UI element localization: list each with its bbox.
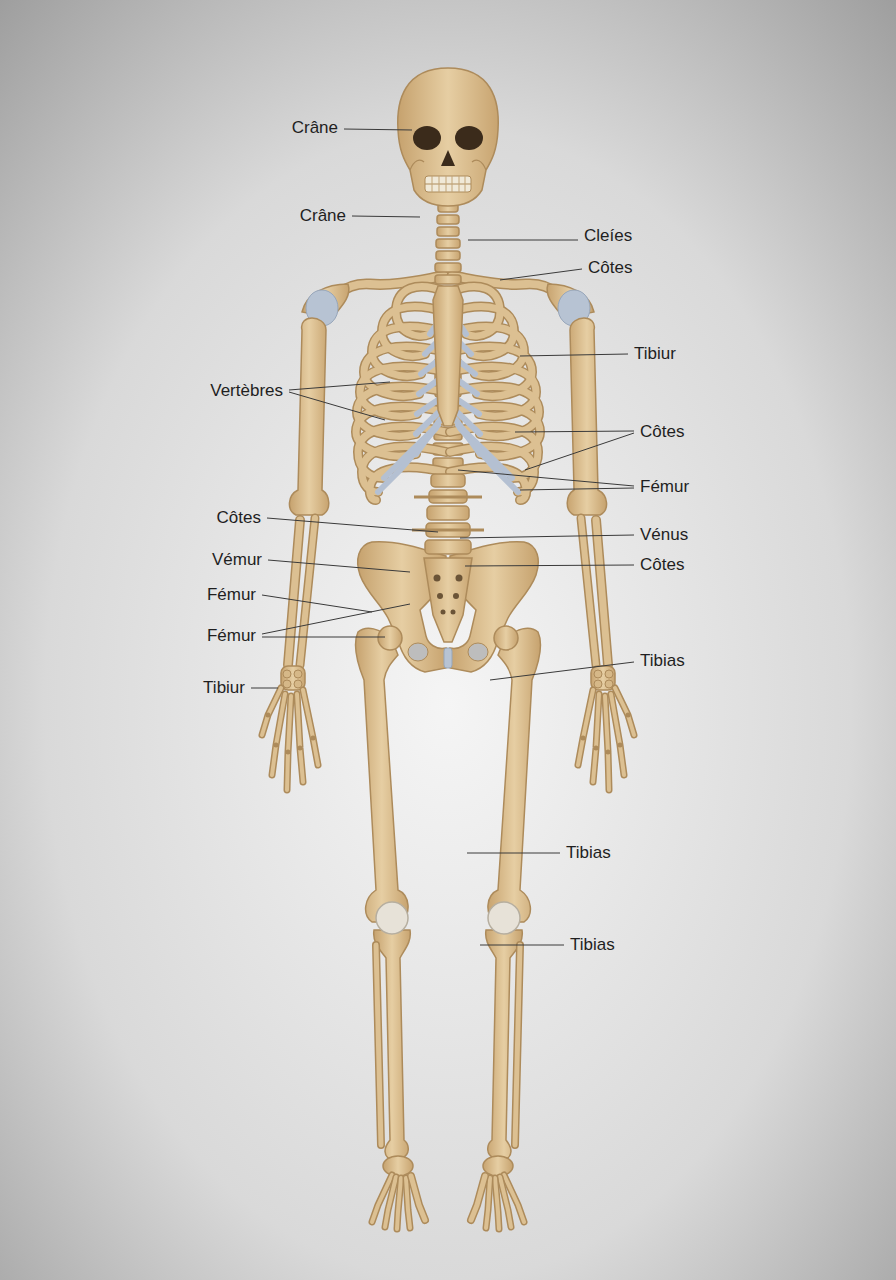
part-label: Tibiur (634, 343, 676, 365)
part-label: Côtes (217, 507, 261, 529)
pubic-symphysis (444, 648, 452, 668)
skull (441, 150, 455, 166)
sternum (433, 286, 463, 426)
leader-lines (262, 604, 410, 634)
part-label: Fémur (207, 584, 256, 606)
leader-lines (262, 637, 385, 638)
part-label: Tibias (566, 842, 611, 864)
part-label: Crâne (292, 117, 338, 139)
leader-lines (251, 688, 278, 689)
sacrum (453, 593, 459, 599)
skull (455, 126, 483, 150)
leader-lines (460, 535, 634, 538)
leader-lines (268, 560, 410, 572)
leader-lines (515, 431, 634, 432)
leader-lines (352, 216, 420, 217)
part-label: Côtes (588, 257, 632, 279)
sacrum (451, 610, 456, 615)
skeleton-left-half (262, 276, 446, 1229)
cervical-spine (435, 275, 461, 284)
leader-lines (500, 269, 582, 280)
sacrum (434, 575, 441, 582)
skeleton-right-half (450, 276, 634, 1229)
skull (432, 176, 465, 192)
skull (410, 160, 486, 170)
part-label: Vénus (640, 524, 688, 546)
leader-lines (465, 565, 634, 566)
leader-lines (480, 945, 564, 946)
cervical-spine (435, 203, 461, 284)
skull (413, 126, 441, 150)
part-label: Fémur (207, 625, 256, 647)
part-label: Côtes (640, 554, 684, 576)
leader-lines (468, 240, 578, 241)
leader-lines (344, 129, 412, 130)
lumbar-spine (412, 474, 484, 554)
skull (398, 68, 499, 206)
leader-lines (458, 470, 634, 486)
cervical-spine (435, 263, 461, 272)
part-label: Fémur (640, 476, 689, 498)
skull (425, 176, 471, 192)
leader-lines (251, 129, 634, 945)
sacrum (437, 593, 443, 599)
leader-lines (525, 433, 634, 470)
part-label: Tibias (570, 934, 615, 956)
lumbar-spine (427, 506, 469, 520)
leader-lines (289, 382, 390, 390)
cervical-spine (437, 227, 459, 236)
cervical-spine (436, 251, 460, 260)
sacrum (441, 610, 446, 615)
leader-lines (262, 595, 372, 612)
leader-lines (520, 488, 634, 490)
skull (398, 68, 499, 206)
part-label: Crâne (300, 205, 346, 227)
sacrum (456, 575, 463, 582)
sacrum (424, 558, 472, 642)
sacrum (424, 558, 472, 642)
part-label: Vémur (212, 549, 262, 571)
lumbar-spine (414, 496, 482, 499)
part-label: Tibiur (203, 677, 245, 699)
part-label: Cleíes (584, 225, 632, 247)
lumbar-spine (425, 540, 471, 554)
leader-lines (467, 853, 560, 854)
leader-lines (267, 518, 438, 532)
part-label: Tibias (640, 650, 685, 672)
part-label: Vertèbres (210, 380, 283, 402)
leader-lines (490, 662, 634, 680)
cervical-spine (437, 215, 459, 224)
part-label: Côtes (640, 421, 684, 443)
cervical-spine (436, 239, 460, 248)
lumbar-spine (431, 474, 465, 487)
leader-lines (289, 392, 385, 420)
leader-lines (520, 354, 628, 356)
